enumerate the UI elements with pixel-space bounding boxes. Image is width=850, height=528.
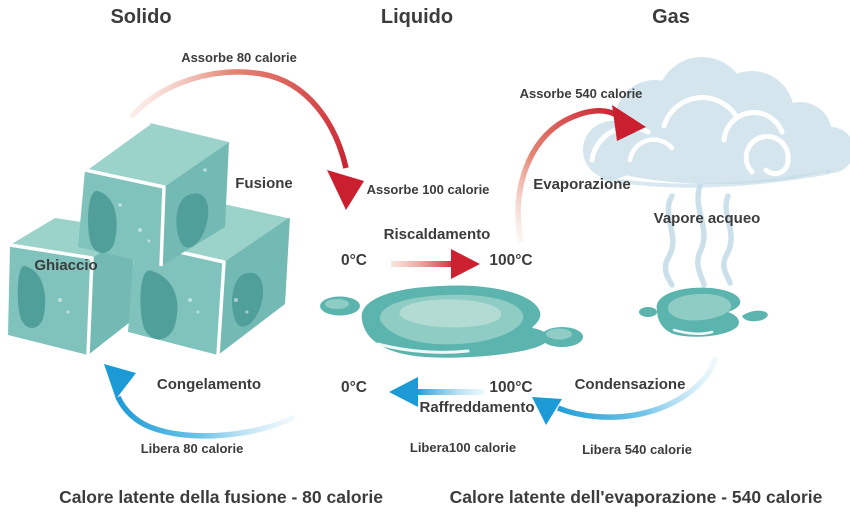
cooling-temp-end: 0°C: [340, 379, 368, 396]
vapor-puddle-illustration: [639, 287, 768, 337]
condensation-label: Condensazione: [574, 376, 686, 393]
heating-arrow: [391, 249, 480, 279]
freezing-label: Congelamento: [156, 376, 262, 393]
state-solid-header: Solido: [110, 6, 172, 28]
heating-temp-end: 100°C: [489, 252, 533, 269]
heating-calories-label: Assorbe 100 calorie: [366, 182, 490, 197]
condensation-calories-label: Libera 540 calorie: [582, 442, 692, 457]
condensation-arrow: [532, 356, 719, 425]
evaporation-latent-heat-caption: Calore latente dell'evaporazione - 540 c…: [449, 487, 823, 507]
fusion-calories-label: Assorbe 80 calorie: [181, 50, 297, 65]
vapor-label: Vapore acqueo: [653, 210, 761, 227]
ice-cubes-illustration: [8, 121, 291, 356]
steam-icon: [662, 183, 734, 288]
ice-label: Ghiaccio: [34, 257, 98, 274]
evaporation-arrow: [515, 105, 646, 244]
fusion-arrow: [128, 69, 364, 210]
cooling-arrow: [389, 377, 484, 407]
freezing-calories-label: Libera 80 calorie: [140, 441, 244, 456]
state-liquid-header: Liquido: [380, 6, 454, 28]
state-gas-header: Gas: [652, 6, 690, 28]
freezing-arrow: [104, 364, 296, 439]
fusion-latent-heat-caption: Calore latente della fusione - 80 calori…: [59, 487, 383, 507]
cooling-calories-label: Libera100 calorie: [409, 440, 517, 455]
cooling-label: Raffreddamento: [419, 399, 535, 416]
evaporation-label: Evaporazione: [533, 176, 631, 193]
fusion-label: Fusione: [235, 175, 293, 192]
puddle-illustration: [320, 285, 583, 358]
heating-temp-start: 0°C: [340, 252, 368, 269]
heating-label: Riscaldamento: [383, 226, 491, 243]
cooling-temp-start: 100°C: [489, 379, 533, 396]
evaporation-calories-label: Assorbe 540 calorie: [519, 86, 643, 101]
